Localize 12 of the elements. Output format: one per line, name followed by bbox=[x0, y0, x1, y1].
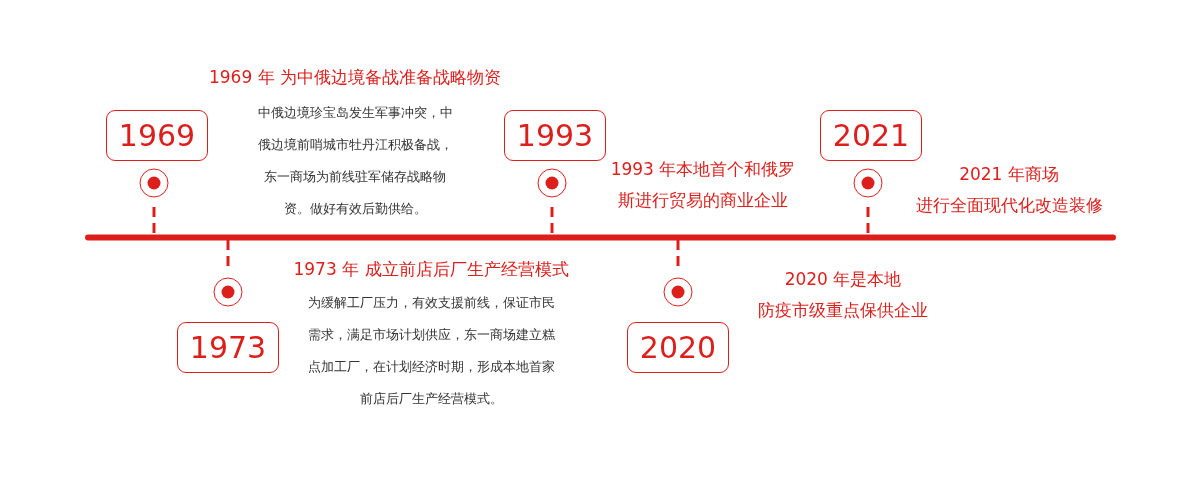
event-heading: 2021 年商场进行全面现代化改造装修 bbox=[915, 163, 1103, 217]
year-box: 2020 bbox=[627, 322, 729, 373]
year-box: 1973 bbox=[177, 322, 279, 373]
event-heading: 2020 年是本地防疫市级重点保供企业 bbox=[758, 268, 928, 322]
event-heading: 1993 年本地首个和俄罗斯进行贸易的商业企业 bbox=[610, 158, 796, 212]
event-description: 中俄边境珍宝岛发生军事冲突，中俄边境前哨城市牡丹江积极备战，东一商场为前线驻军储存战略物资。做好有效后勤供给。 bbox=[257, 104, 453, 218]
year-box: 1969 bbox=[106, 110, 208, 161]
event-description: 为缓解工厂压力，有效支援前线，保证市民需求，满足市场计划供应，东一商场建立糕点加工厂，在计划经济时期，形成本地首家前店后厂生产经营模式。 bbox=[307, 294, 555, 408]
year-box: 1993 bbox=[504, 110, 606, 161]
year-box: 2021 bbox=[820, 110, 922, 161]
event-heading: 1973 年 成立前店后厂生产经营模式 bbox=[293, 258, 569, 281]
event-heading: 1969 年 为中俄边境备战准备战略物资 bbox=[208, 66, 502, 89]
